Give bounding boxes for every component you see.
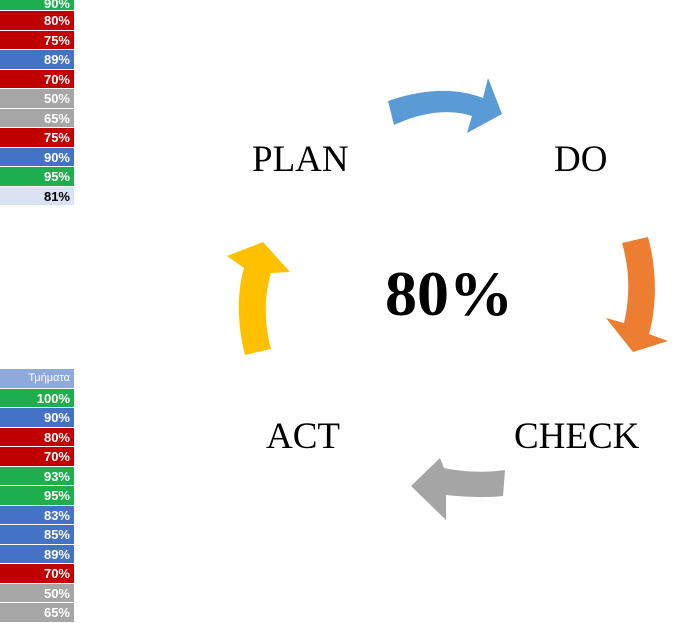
table-cell: 80% (0, 427, 74, 447)
table-cell: 83% (0, 505, 74, 525)
table-cell: 75% (0, 30, 74, 50)
table-cell: 90% (0, 408, 74, 428)
table-cell: 65% (0, 108, 74, 128)
table-cell: 80% (0, 11, 74, 31)
arrow-act-to-plan (227, 242, 290, 355)
stage-check-label: CHECK (514, 416, 640, 457)
table-cell: 95% (0, 486, 74, 506)
table-cell: 90% (0, 0, 74, 11)
arrow-plan-to-do (388, 78, 502, 133)
table-cell: 75% (0, 128, 74, 148)
table-cell: 100% (0, 388, 74, 408)
arrow-check-to-act (411, 458, 505, 520)
table-cell: 70% (0, 447, 74, 467)
table-cell: 50% (0, 583, 74, 603)
stage-plan-label: PLAN (252, 139, 349, 180)
table-cell: 95% (0, 167, 74, 187)
table-header: Τμήματα (0, 369, 74, 389)
table-cell: 89% (0, 50, 74, 70)
stage-do-label: DO (554, 139, 608, 180)
table-cell-average: 81% (0, 186, 74, 206)
table-cell: 90% (0, 147, 74, 167)
table-cell: 85% (0, 525, 74, 545)
table-cell: 70% (0, 564, 74, 584)
arrow-do-to-check (606, 237, 668, 352)
table-cell: 89% (0, 544, 74, 564)
stage-act-label: ACT (266, 416, 340, 457)
table-cell: 70% (0, 69, 74, 89)
status-table-top: 90% 80% 75% 89% 70% 50% 65% 75% 90% 95% … (0, 0, 74, 206)
table-cell: 50% (0, 89, 74, 109)
center-percentage: 80% (385, 258, 513, 329)
table-cell: 93% (0, 466, 74, 486)
